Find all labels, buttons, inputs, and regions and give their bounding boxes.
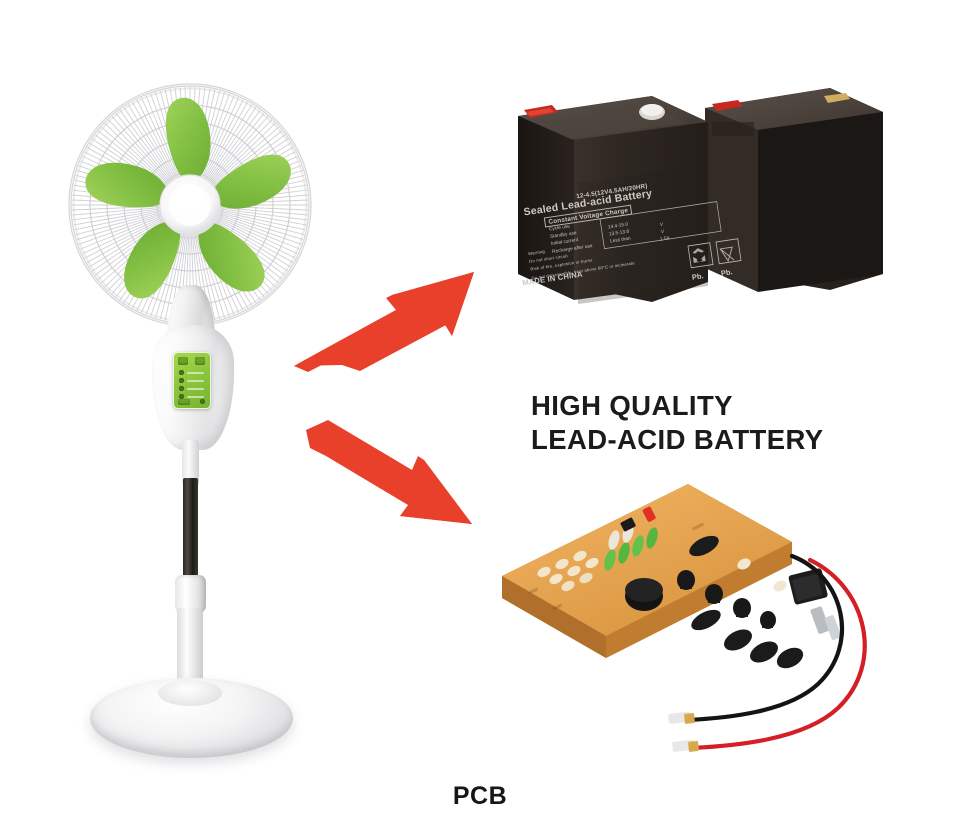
battery-front — [518, 96, 742, 304]
stand-fan-product-image — [55, 80, 345, 770]
fan-control-panel[interactable] — [173, 352, 211, 409]
pcb-wire-positive — [689, 557, 867, 751]
indicator-bar-1 — [187, 371, 204, 374]
indicator-led-5 — [200, 399, 205, 404]
fan-blades — [85, 97, 291, 299]
pcb-silkscreen — [528, 522, 705, 611]
fan-guard-and-blades — [65, 80, 315, 330]
fan-pole-upper — [182, 440, 199, 486]
pcb-board-surface — [502, 484, 792, 636]
pcb-heatsink — [810, 606, 830, 634]
recycle-box-2 — [715, 238, 742, 265]
indicator-bar-4 — [187, 395, 204, 398]
pcb-wire-negative — [685, 553, 844, 723]
battery-terminal-positive-back — [712, 100, 743, 111]
pcb-ic-chip — [620, 517, 636, 532]
headline-line-1: HIGH QUALITY — [531, 390, 733, 421]
battery-spec-unit-0: V — [659, 222, 664, 229]
battery-terminal-negative-back — [824, 93, 850, 103]
pb-recycle-mark-2: Pb. — [720, 267, 734, 278]
lead-acid-battery-product-image: 12-4.5(12V4.5AH/20HR) Sealed Lead-acid B… — [500, 78, 890, 313]
pb-recycle-mark-1: Pb. — [691, 271, 705, 282]
arrow-to-battery — [294, 272, 474, 372]
arrow-to-pcb — [306, 420, 472, 524]
fan-base-hub — [158, 680, 222, 706]
headline-text: HIGH QUALITY LEAD-ACID BATTERY — [531, 389, 931, 457]
indicator-bar-2 — [187, 379, 204, 382]
control-button-power[interactable] — [178, 357, 188, 365]
pcb-svg — [502, 484, 867, 752]
fan-height-adjust-collar[interactable] — [175, 575, 206, 613]
control-button-speed[interactable] — [195, 357, 205, 365]
pcb-caption: PCB — [452, 782, 508, 810]
control-button-timer[interactable] — [178, 399, 190, 405]
indicator-led-4 — [179, 394, 184, 399]
battery-svg — [518, 88, 883, 304]
pcb-red-led — [642, 506, 656, 522]
recycle-box-1 — [687, 242, 714, 269]
pcb-connector-positive — [672, 739, 699, 752]
pcb-resistors — [537, 550, 599, 592]
headline-line-2: LEAD-ACID BATTERY — [531, 424, 824, 455]
indicator-led-3 — [179, 386, 184, 391]
pcb-product-image — [492, 468, 912, 768]
fan-pole-telescoping-section — [183, 478, 198, 584]
pcb-connector-negative — [668, 711, 695, 724]
pcb-axial-components — [689, 535, 804, 669]
pcb-transistors — [677, 570, 776, 629]
indicator-bar-3 — [187, 387, 204, 390]
battery-back — [705, 88, 883, 292]
battery-spec-unit-1: V — [660, 229, 665, 236]
fan-guard-svg — [68, 83, 312, 327]
indicator-led-1 — [179, 370, 184, 375]
indicator-led-2 — [179, 378, 184, 383]
